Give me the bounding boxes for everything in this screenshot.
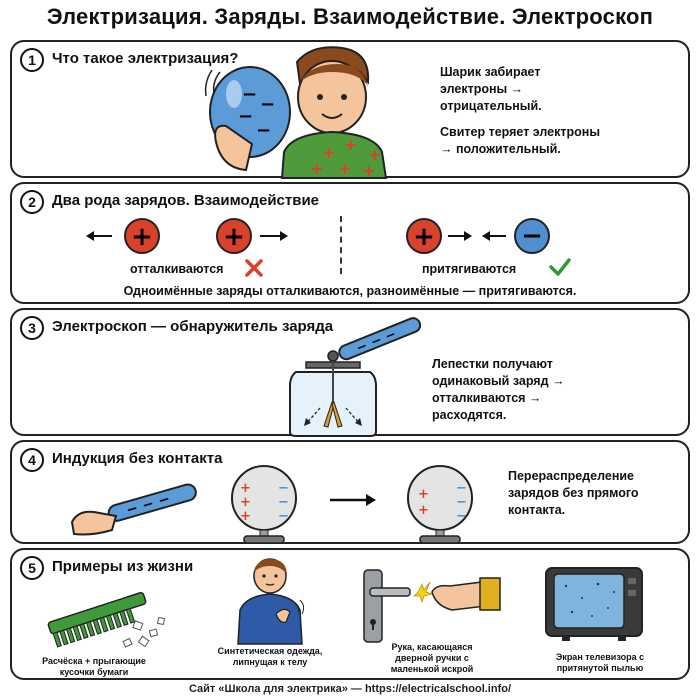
panel-number: 3: [20, 316, 44, 340]
panel-electrification: 1 Что такое электризация? + + + + + + − …: [10, 40, 690, 180]
divider: [340, 216, 342, 274]
door-handle-spark-icon: [363, 569, 501, 643]
panel-title: Два рода зарядов. Взаимодействие: [52, 192, 320, 209]
positive-charge-icon: [124, 218, 160, 254]
electroscope-note: Лепестки получают одинаковый заряд → отт…: [432, 357, 565, 422]
interaction-summary: Одноимённые заряды отталкиваются, разнои…: [123, 284, 577, 298]
svg-text:+: +: [240, 509, 251, 524]
svg-text:−: −: [456, 495, 467, 510]
example-caption: Экран телевизора с притянутой пылью: [555, 652, 645, 673]
attract-diagram: + −: [406, 218, 550, 254]
svg-text:+: +: [338, 159, 351, 178]
induction-illustration: − − − + + + − − − + + − − −: [70, 465, 473, 544]
panel-title: Что такое электризация?: [52, 50, 239, 67]
svg-text:+: +: [418, 503, 429, 518]
sweater-note: Свитер теряет электроны → положительный.: [440, 125, 600, 156]
panel-number: 2: [20, 190, 44, 214]
induction-note: Перераспределение зарядов без прямого ко…: [508, 469, 639, 517]
boy-balloon-illustration: + + + + + + − − − −: [204, 46, 388, 180]
positive-charge-icon: [216, 218, 252, 254]
svg-text:+: +: [344, 135, 357, 154]
panel-induction: 4 Индукция без контакта − − − + + + − − …: [10, 440, 690, 544]
svg-text:−: −: [238, 106, 253, 127]
repel-diagram: + +: [86, 218, 288, 254]
panel-number: 5: [20, 556, 44, 580]
svg-text:−: −: [456, 509, 467, 524]
svg-text:−: −: [278, 481, 289, 496]
svg-text:+: +: [240, 481, 251, 496]
svg-text:+: +: [362, 161, 375, 180]
example-caption: Синтетическая одежда, липнущая к телу: [217, 646, 323, 667]
svg-text:+: +: [240, 495, 251, 510]
attract-label: притягиваются: [422, 262, 517, 276]
svg-text:+: +: [368, 145, 381, 164]
svg-text:− − −: − − −: [354, 327, 398, 357]
panel-title: Электроскоп — обнаружитель заряда: [52, 318, 334, 335]
svg-text:−: −: [260, 94, 275, 115]
negative-charge-icon: [514, 218, 550, 254]
balloon-note: Шарик забирает электроны → отрицательный…: [440, 65, 542, 113]
svg-text:−: −: [278, 509, 289, 524]
svg-text:−: −: [456, 481, 467, 496]
svg-text:+: +: [418, 487, 429, 502]
tv-dust-icon: [545, 567, 643, 641]
svg-text:+: +: [322, 143, 335, 162]
panel-number: 1: [20, 48, 44, 72]
footer-credit: Сайт «Школа для электрика» — https://ele…: [188, 683, 512, 695]
example-caption: Рука, касающаяся дверной ручки с маленьк…: [390, 642, 474, 674]
check-icon: [549, 258, 571, 276]
panel-examples: 5 Примеры из жизни Расчёска + прыгающие …: [10, 548, 690, 680]
svg-text:+: +: [413, 222, 435, 252]
svg-text:−: −: [242, 84, 257, 105]
cross-icon: [245, 259, 263, 277]
panel-number: 4: [20, 448, 44, 472]
page-title: Электризация. Заряды. Взаимодействие. Эл…: [46, 4, 654, 29]
svg-text:+: +: [223, 222, 245, 252]
panel-charge-types: 2 Два рода зарядов. Взаимодействие + + о…: [10, 182, 690, 304]
panel-title: Индукция без контакта: [52, 450, 223, 467]
svg-text:−: −: [278, 495, 289, 510]
positive-charge-icon: [406, 218, 442, 254]
panel-electroscope: 3 Электроскоп — обнаружитель заряда − − …: [10, 308, 690, 437]
svg-text:−: −: [521, 221, 543, 251]
comb-icon: [47, 591, 166, 648]
example-caption: Расчёска + прыгающие кусочки бумаги: [42, 656, 146, 677]
svg-text:−: −: [256, 120, 271, 141]
svg-text:+: +: [131, 222, 153, 252]
electroscope-illustration: − − −: [289, 317, 422, 437]
panel-title: Примеры из жизни: [52, 558, 194, 575]
svg-text:+: +: [310, 159, 323, 178]
boy-synthetic-clothes-icon: [237, 558, 305, 645]
repel-label: отталкиваются: [130, 262, 224, 276]
